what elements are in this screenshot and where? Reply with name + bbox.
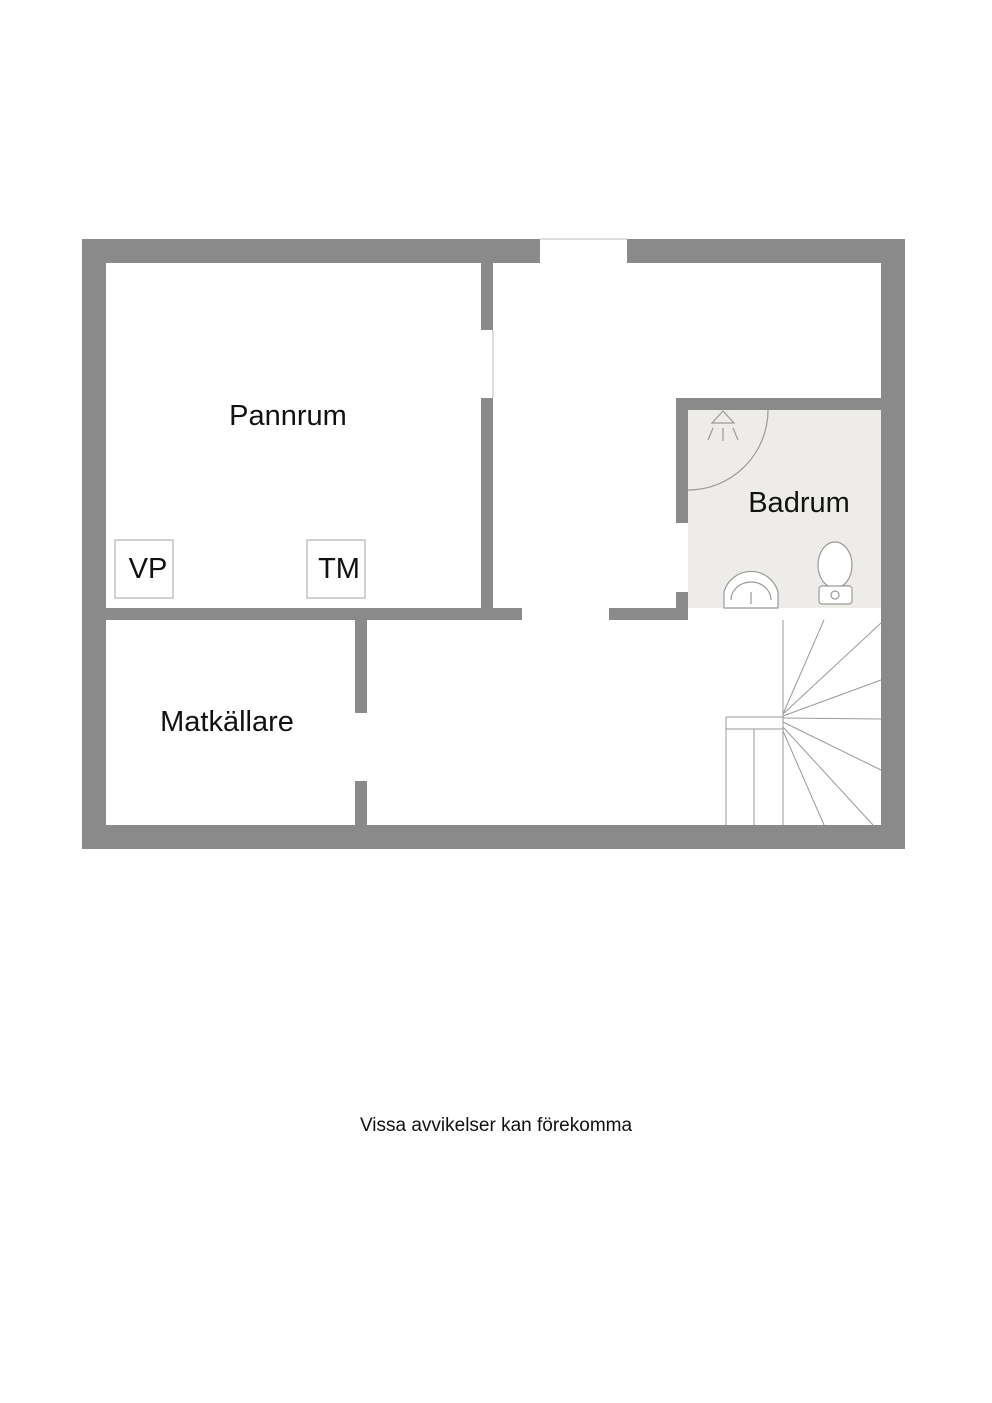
wall-right xyxy=(881,239,905,849)
wall-matkallare-upper xyxy=(355,620,367,713)
wall-left xyxy=(82,239,106,849)
staircase xyxy=(725,619,882,826)
wall-bathroom-top xyxy=(676,398,881,410)
equipment-label-vp: VP xyxy=(129,553,168,585)
wall-matkallare-lower xyxy=(355,781,367,825)
vp-box xyxy=(114,539,174,599)
equipment-label-tm: TM xyxy=(318,553,360,585)
wall-top-left xyxy=(82,239,540,263)
walls xyxy=(82,239,905,849)
wall-middle-right xyxy=(609,608,688,620)
wall-pannrum-upper xyxy=(481,263,493,330)
room-label-matkallare: Matkällare xyxy=(160,706,294,738)
wall-bathroom-left-upper xyxy=(676,398,688,523)
wall-bottom xyxy=(82,825,905,849)
disclaimer-text: Vissa avvikelser kan förekomma xyxy=(359,1115,633,1136)
room-label-pannrum: Pannrum xyxy=(229,400,347,432)
toilet-icon xyxy=(817,541,853,605)
openings xyxy=(492,238,627,398)
wall-top-right xyxy=(627,239,905,263)
room-label-badrum: Badrum xyxy=(748,487,850,519)
shower-icon xyxy=(687,409,769,491)
wall-pannrum-lower xyxy=(481,398,493,608)
wall-bathroom-left-lower xyxy=(676,592,688,620)
sink-icon xyxy=(723,570,779,609)
wall-middle-left xyxy=(106,608,522,620)
tm-box xyxy=(306,539,366,599)
